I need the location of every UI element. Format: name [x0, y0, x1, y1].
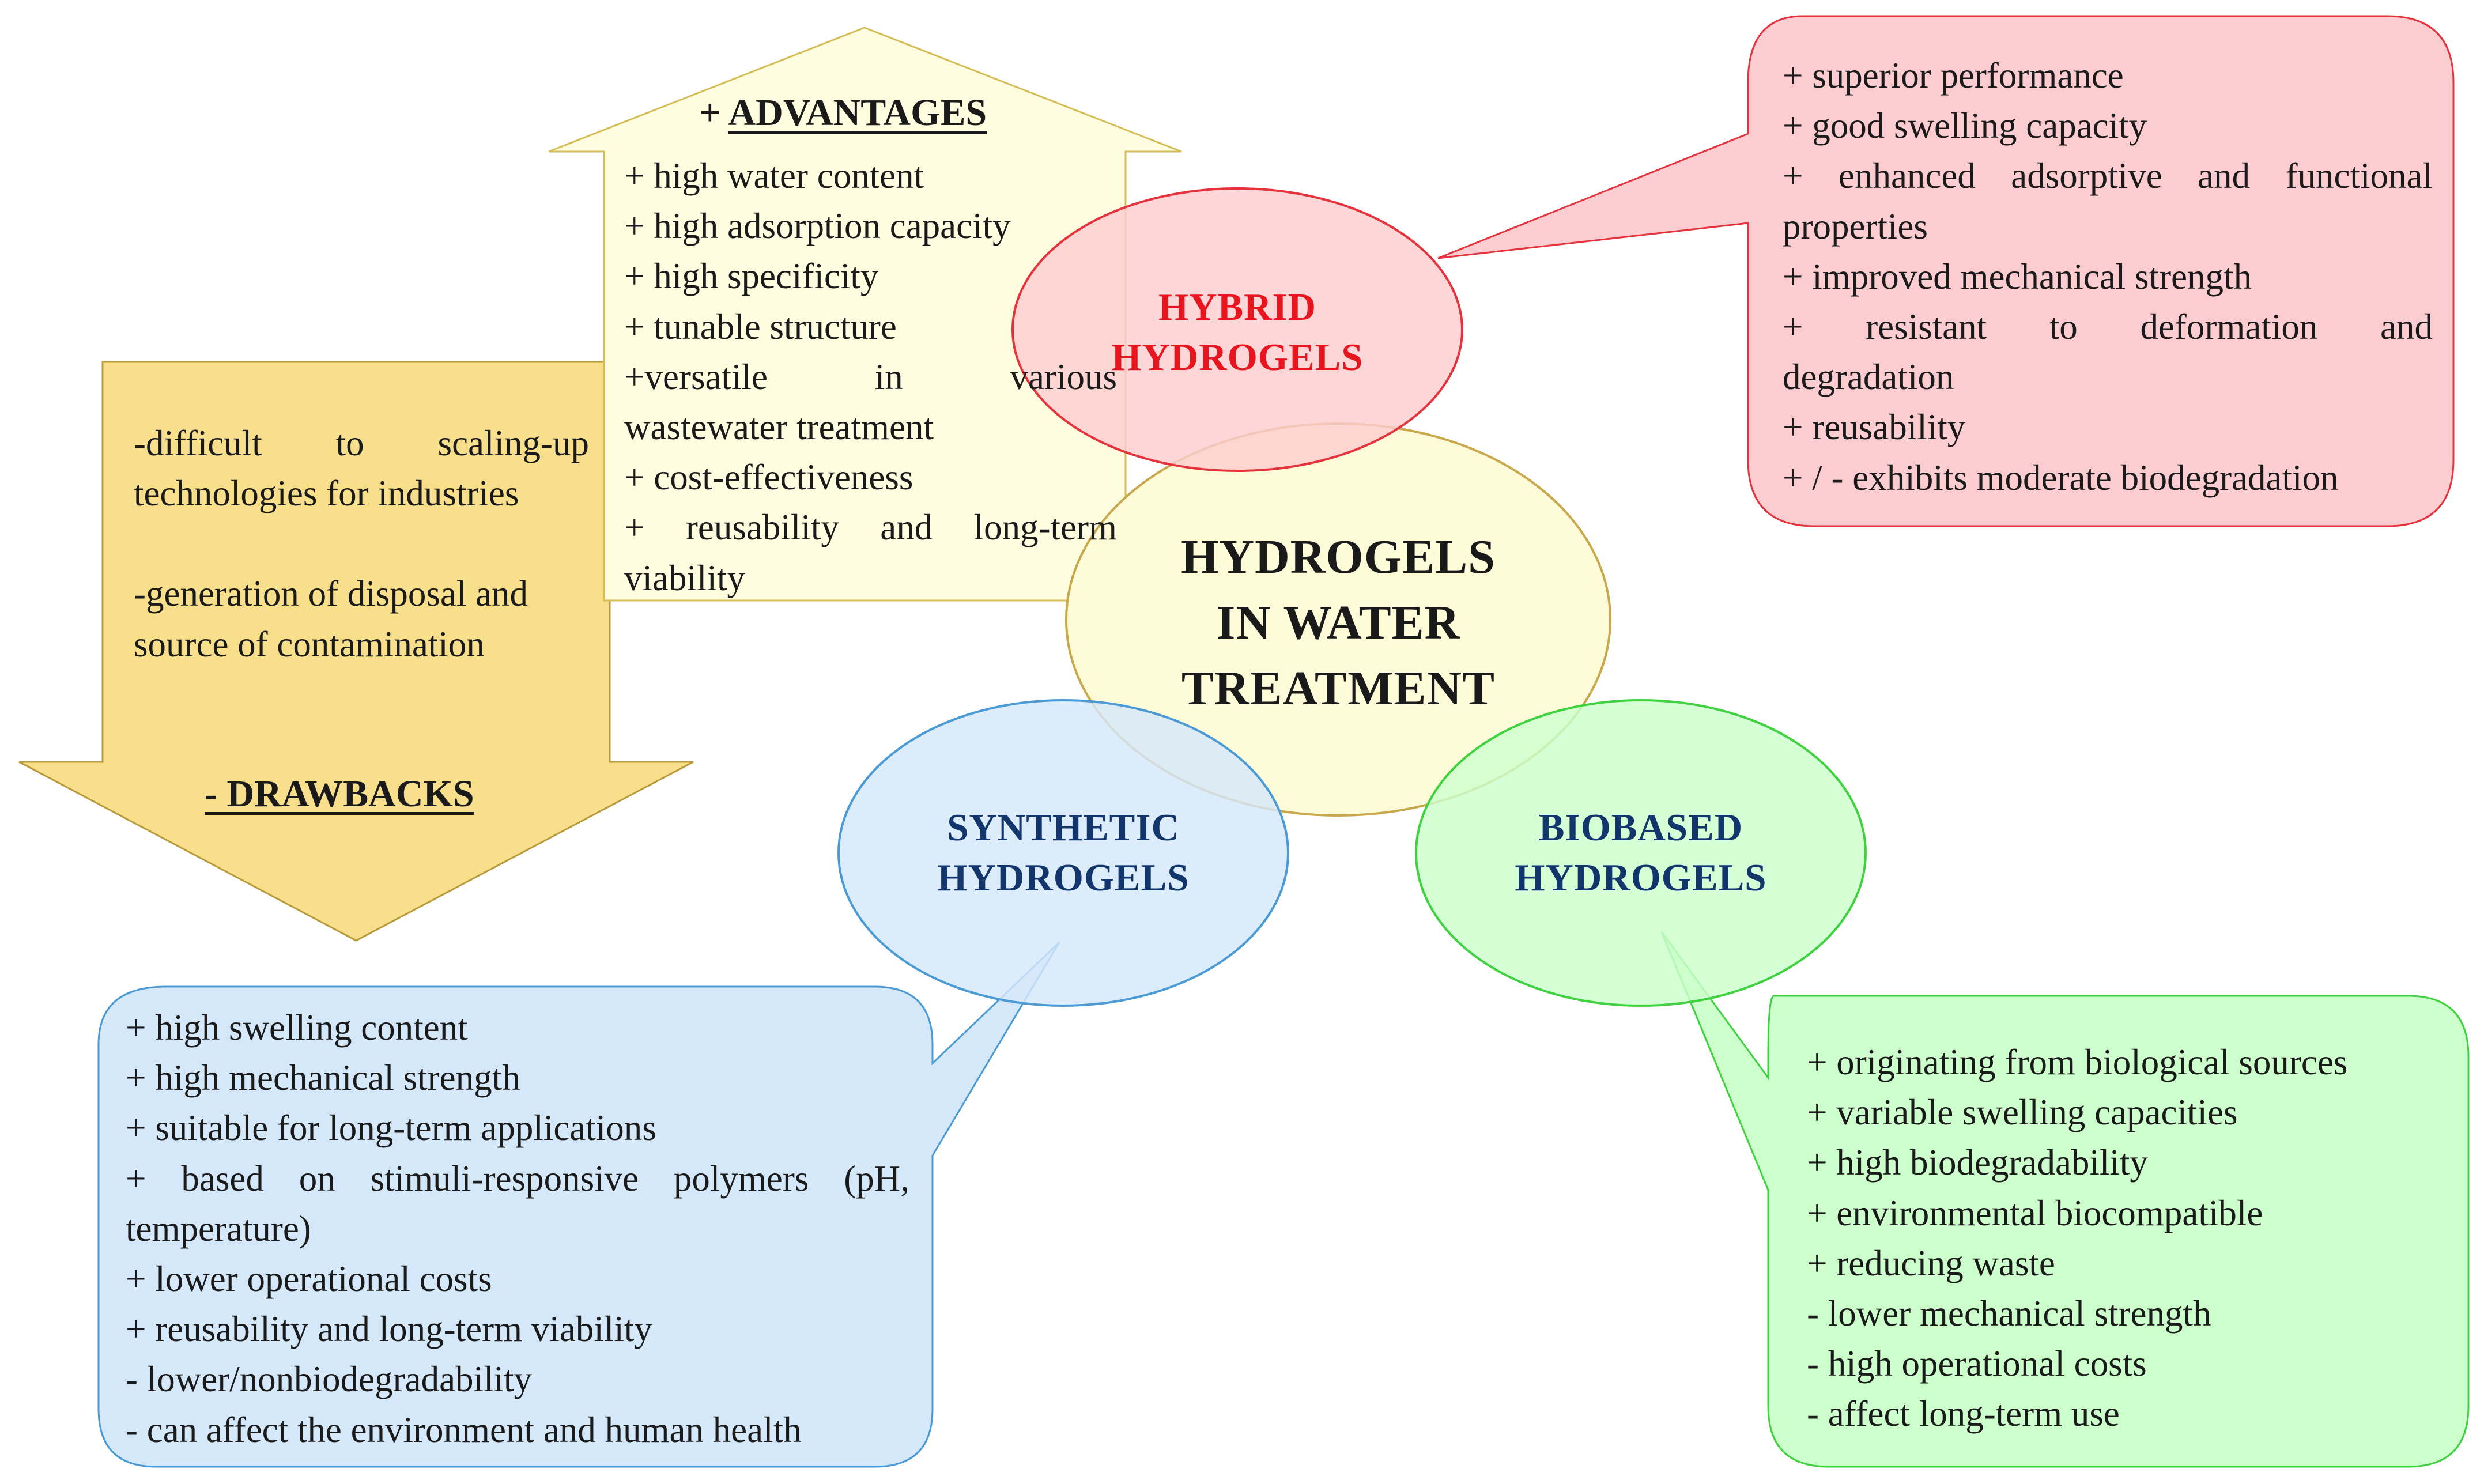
advantages-line: + tunable structure	[624, 306, 897, 347]
synthetic-callout-line: - lower/nonbiodegradability	[126, 1359, 533, 1400]
advantages-heading: + ADVANTAGES	[699, 91, 987, 135]
hybrid-callout-text: + superior performance + good swelling c…	[1783, 51, 2433, 503]
drawbacks-line: source of contamination	[134, 624, 485, 664]
synthetic-title: SYNTHETIC HYDROGELS	[919, 803, 1207, 903]
hybrid-callout-line: + resistant to deformation and	[1783, 307, 2433, 348]
advantages-line: + reusability and long-term	[624, 507, 1117, 548]
synthetic-callout-line: + based on stimuli-responsive polymers (…	[126, 1158, 909, 1199]
synthetic-callout-line: + high swelling content	[126, 1007, 468, 1048]
synthetic-title-line: SYNTHETIC	[947, 806, 1180, 849]
synthetic-title-line: HYDROGELS	[937, 856, 1190, 899]
drawbacks-list: -difficult to scaling-up technologies fo…	[134, 418, 589, 670]
advantages-line: + high water content	[624, 156, 924, 196]
hybrid-callout-line: + improved mechanical strength	[1783, 256, 2252, 297]
biobased-callout-line: - high operational costs	[1807, 1343, 2147, 1384]
synthetic-callout-line: - can affect the environment and human h…	[126, 1409, 802, 1450]
biobased-title-line: HYDROGELS	[1515, 856, 1767, 899]
drawbacks-line: -difficult to scaling-up	[134, 423, 589, 463]
advantages-line: + cost-effectiveness	[624, 457, 913, 498]
hybrid-callout-line: properties	[1783, 206, 1928, 247]
biobased-title-line: BIOBASED	[1538, 806, 1743, 849]
drawbacks-line	[134, 519, 589, 569]
hybrid-title: HYBRID HYDROGELS	[1093, 282, 1381, 383]
hybrid-callout-balloon	[1437, 15, 2455, 527]
biobased-callout-line: + reducing waste	[1807, 1243, 2055, 1283]
hybrid-ellipse	[1011, 187, 1463, 472]
biobased-title: BIOBASED HYDROGELS	[1497, 803, 1785, 903]
hybrid-title-line: HYDROGELS	[1111, 336, 1364, 379]
hybrid-callout-line: + / - exhibits moderate biodegradation	[1783, 457, 2339, 498]
advantages-line: + high adsorption capacity	[624, 206, 1011, 247]
drawbacks-line: -generation of disposal and	[134, 573, 528, 614]
synthetic-callout-line: + lower operational costs	[126, 1259, 492, 1300]
center-title-line: HYDROGELS	[1181, 530, 1496, 584]
hybrid-callout-line: + reusability	[1783, 407, 1966, 448]
synthetic-callout-line: + high mechanical strength	[126, 1058, 520, 1098]
biobased-callout-text: + originating from biological sources + …	[1807, 1037, 2452, 1440]
synthetic-callout-text: + high swelling content + high mechanica…	[126, 1003, 909, 1455]
hybrid-callout-line: degradation	[1783, 357, 1954, 398]
biobased-callout-line: + high biodegradability	[1807, 1142, 2148, 1183]
synthetic-callout-line: + suitable for long-term applications	[126, 1108, 656, 1149]
biobased-callout-line: - lower mechanical strength	[1807, 1293, 2211, 1334]
synthetic-callout-line: + reusability and long-term viability	[126, 1309, 652, 1350]
advantages-heading-prefix: +	[699, 92, 721, 134]
hybrid-callout-line: + superior performance	[1783, 55, 2124, 96]
advantages-heading-text: ADVANTAGES	[728, 92, 987, 134]
hybrid-callout-line: + enhanced adsorptive and functional	[1783, 156, 2433, 197]
synthetic-ellipse	[837, 699, 1289, 1007]
synthetic-callout-balloon	[97, 941, 1060, 1468]
center-title: HYDROGELS IN WATER TREATMENT	[1124, 524, 1553, 722]
drawbacks-heading-text: - DRAWBACKS	[205, 773, 474, 815]
biobased-callout-line: + variable swelling capacities	[1807, 1092, 2238, 1133]
biobased-callout-line: - affect long-term use	[1807, 1394, 2120, 1434]
advantages-line: + high specificity	[624, 256, 879, 297]
hybrid-callout-line: + good swelling capacity	[1783, 105, 2147, 146]
biobased-callout-line: + environmental biocompatible	[1807, 1192, 2263, 1233]
biobased-callout-line: + originating from biological sources	[1807, 1042, 2348, 1082]
advantages-list: + high water content + high adsorption c…	[624, 151, 1117, 603]
drawbacks-line: technologies for industries	[134, 473, 519, 514]
biobased-ellipse	[1415, 699, 1867, 1007]
drawbacks-heading: - DRAWBACKS	[205, 772, 474, 816]
center-title-line: TREATMENT	[1181, 662, 1496, 715]
center-title-line: IN WATER	[1216, 596, 1460, 650]
biobased-callout-balloon	[1660, 931, 2470, 1468]
advantages-line: viability	[624, 557, 745, 598]
synthetic-callout-line: temperature)	[126, 1208, 311, 1249]
advantages-line: wastewater treatment	[624, 407, 934, 448]
hybrid-title-line: HYBRID	[1158, 286, 1317, 328]
advantages-line: +versatile in various	[624, 356, 1117, 397]
